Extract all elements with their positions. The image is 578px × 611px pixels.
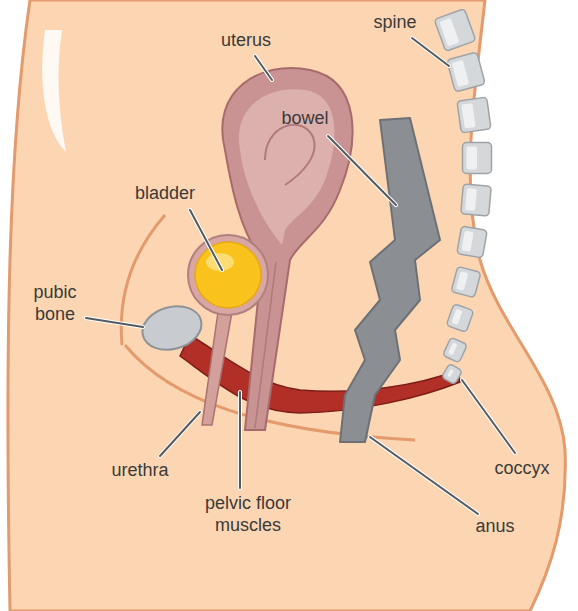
leader-line xyxy=(86,318,143,327)
part-label: anus xyxy=(475,516,514,538)
vertebra-body xyxy=(451,266,481,297)
vertebra-highlight xyxy=(451,309,462,325)
part-label: coccyx xyxy=(494,458,549,480)
vertebra-body xyxy=(463,143,492,174)
leader-line xyxy=(190,210,222,270)
vertebra-body xyxy=(447,52,485,92)
leader-line xyxy=(238,392,242,488)
vertebra-highlight xyxy=(439,18,459,47)
part-label: bladder xyxy=(135,183,195,205)
uterus-cavity xyxy=(265,125,315,185)
vertebra xyxy=(434,9,476,52)
vertebra-highlight xyxy=(467,147,478,170)
leader-line xyxy=(462,380,515,453)
pubic-bone-shape xyxy=(138,300,207,356)
vertebra-highlight xyxy=(461,103,475,128)
part-label: pubic bone xyxy=(19,282,91,325)
vertebra-body xyxy=(442,363,463,384)
bowel-shape xyxy=(340,118,440,442)
vertebra xyxy=(447,52,485,92)
urethra-tube xyxy=(202,312,232,425)
leader-line xyxy=(412,38,449,66)
vertebra xyxy=(461,184,492,216)
vertebra xyxy=(457,97,491,133)
spine-group xyxy=(434,9,491,385)
vertebra xyxy=(443,337,468,363)
vertebra xyxy=(457,226,487,258)
bladder-shape xyxy=(195,242,261,308)
uterus-inner xyxy=(239,89,335,245)
leader-line xyxy=(412,38,449,66)
vertebra-highlight xyxy=(452,60,470,87)
leader-lines xyxy=(86,38,515,514)
leader-line xyxy=(160,412,200,456)
leader-line xyxy=(328,136,396,205)
vertebra-body xyxy=(461,184,492,216)
leader-core xyxy=(86,38,515,514)
leader-line xyxy=(160,412,200,456)
part-label: urethra xyxy=(111,460,168,482)
leader-line xyxy=(255,56,272,80)
part-label: pelvic floor muscles xyxy=(188,493,308,536)
bladder-wall xyxy=(188,235,268,315)
body-outline xyxy=(8,0,565,611)
leader-halo xyxy=(86,38,515,514)
vertebra-body xyxy=(457,97,491,133)
vertebra-body xyxy=(446,304,474,333)
leader-line xyxy=(462,380,515,453)
skin-highlight xyxy=(42,30,66,152)
vertebra-highlight xyxy=(465,188,477,211)
leader-line xyxy=(370,437,478,514)
vertebra-body xyxy=(434,9,476,52)
vertebra xyxy=(463,143,492,174)
leader-line xyxy=(239,392,241,488)
part-label: bowel xyxy=(281,108,328,130)
vertebra-highlight xyxy=(448,342,458,355)
leader-line xyxy=(255,56,272,80)
vertebra-highlight xyxy=(461,231,473,252)
vertebra xyxy=(451,266,481,297)
leader-line xyxy=(370,437,478,514)
vertebra-body xyxy=(457,226,487,258)
vertebra-body xyxy=(443,337,468,363)
leader-line xyxy=(190,210,222,270)
vertebra xyxy=(442,363,463,384)
leader-line xyxy=(328,136,396,205)
vertebra xyxy=(446,304,474,333)
part-label: uterus xyxy=(221,30,271,52)
vertebra-highlight xyxy=(456,271,468,290)
part-label: spine xyxy=(373,12,416,34)
vertebra-highlight xyxy=(447,369,454,378)
leader-line xyxy=(86,318,143,327)
